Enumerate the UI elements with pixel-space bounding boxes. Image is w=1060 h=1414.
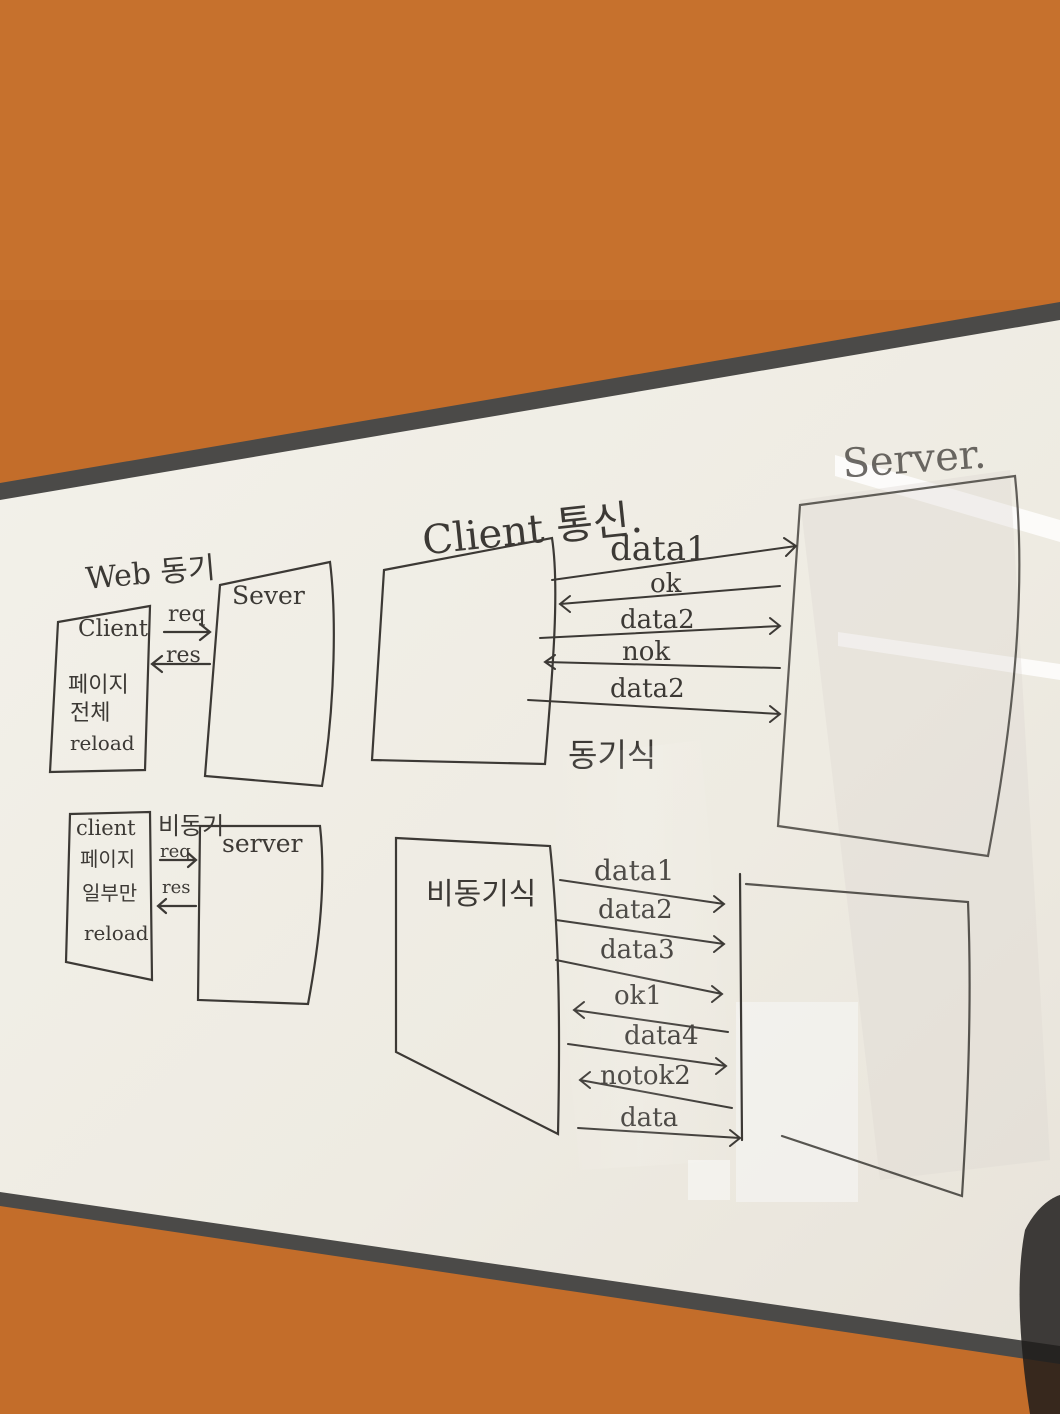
sync-arrow-ok <box>558 585 781 613</box>
async-req-arrow <box>158 851 198 869</box>
sync-messages <box>527 537 798 723</box>
sync-desc-page: 페이지 <box>68 673 129 698</box>
sync-msg-nok: nok <box>622 637 670 667</box>
async-server-label: server <box>222 829 302 858</box>
ceiling-light-reflection <box>835 455 1060 542</box>
async-label: 비동기식 <box>426 877 536 912</box>
async-req-label: req <box>160 841 191 862</box>
sync-server-label: Sever <box>232 581 305 610</box>
sync-req-arrow <box>162 622 212 642</box>
sync-msg-data2b: data2 <box>610 674 685 704</box>
sync-res-arrow <box>150 654 212 674</box>
paper-reflection-2 <box>688 1160 730 1200</box>
right-server-box <box>776 474 1021 858</box>
person-silhouette <box>1019 1195 1060 1414</box>
right-sync-diagram <box>370 474 1021 858</box>
sync-arrow-data2 <box>539 617 782 639</box>
async-diagram <box>64 810 324 1006</box>
sync-desc-whole: 전체 <box>70 701 110 726</box>
right-async-server-box <box>744 882 971 1198</box>
sync-arrow-nok <box>543 654 781 670</box>
right-client-box <box>370 536 557 766</box>
sync-msg-ok: ok <box>650 569 682 599</box>
ceiling-light-reflection-2 <box>838 632 1060 680</box>
server-title: Server. <box>841 431 988 487</box>
async-title: 비동기 <box>158 812 224 840</box>
sync-msg-data1: data1 <box>610 529 708 569</box>
sync-msg-data2: data2 <box>620 605 695 635</box>
async-client-label: client <box>76 816 136 840</box>
sync-client-box <box>48 604 152 774</box>
async-server-box <box>196 824 324 1006</box>
async-desc-reload: reload <box>84 921 149 945</box>
sync-arrow-data1 <box>551 537 798 581</box>
async-client-box <box>64 810 154 982</box>
sync-arrow-data2b <box>527 699 782 723</box>
wall-top-shade <box>0 0 1060 300</box>
board-glare <box>540 740 740 1170</box>
async-res-arrow <box>156 897 198 915</box>
async-res-label: res <box>162 877 191 898</box>
async-desc-page: 페이지 <box>80 847 135 871</box>
paper-reflection <box>736 1002 858 1202</box>
sync-client-label: Client <box>78 616 149 642</box>
sync-res-label: res <box>166 643 201 668</box>
right-async-divider <box>738 872 744 1142</box>
sync-req-label: req <box>168 602 206 627</box>
window-reflection <box>800 470 1050 1180</box>
sync-diagram <box>48 560 335 788</box>
async-desc-partial: 일부만 <box>82 881 137 905</box>
sync-server-box <box>203 560 335 788</box>
sync-desc-reload: reload <box>70 731 135 755</box>
